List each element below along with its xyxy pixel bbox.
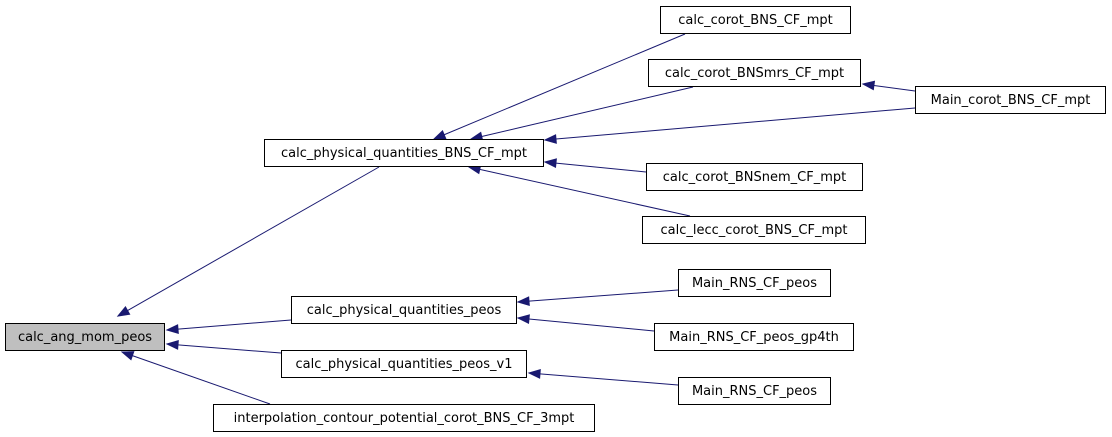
edge-arrowhead [432,130,447,140]
node-label: Main_corot_BNS_CF_mpt [930,92,1091,108]
edge-arrowhead [527,369,541,379]
node-calc_corot_BNS_CF_mpt[interactable]: calc_corot_BNS_CF_mpt [660,6,851,34]
node-calc_ang_mom_peos: calc_ang_mom_peos [5,323,165,351]
edge-calc_physical_quantities_BNS_CF_mpt-to-calc_ang_mom_peos [116,166,380,317]
edge-arrowhead [165,339,179,350]
edge-arrowhead [120,351,135,361]
edge-line [528,289,679,302]
edge-line [177,344,282,354]
node-label: calc_lecc_corot_BNS_CF_mpt [660,222,848,238]
edge-line [479,168,691,217]
node-label: Main_RNS_CF_peos [691,275,818,291]
edge-Main_RNS_CF_peos_b-to-calc_physical_quantities_peos_v1 [527,369,679,386]
node-label: calc_physical_quantities_peos_v1 [295,356,513,372]
edge-Main_corot_BNS_CF_mpt-to-calc_corot_BNSmrs_CF_mpt [861,80,916,92]
node-calc_corot_BNSnem_CF_mpt[interactable]: calc_corot_BNSnem_CF_mpt [646,163,863,191]
node-Main_RNS_CF_peos_gp4th[interactable]: Main_RNS_CF_peos_gp4th [654,323,854,351]
edge-line [539,373,679,386]
edge-line [555,107,916,140]
node-calc_lecc_corot_BNS_CF_mpt[interactable]: calc_lecc_corot_BNS_CF_mpt [642,216,866,244]
node-label: calc_corot_BNSmrs_CF_mpt [664,65,845,81]
edge-arrowhead [516,314,530,324]
node-label: calc_physical_quantities_BNS_CF_mpt [280,145,528,161]
node-label: Main_RNS_CF_peos [691,383,818,399]
node-label: calc_physical_quantities_peos [306,302,502,318]
edge-line [177,319,292,330]
edge-calc_physical_quantities_peos-to-calc_ang_mom_peos [165,319,292,334]
node-calc_physical_quantities_peos[interactable]: calc_physical_quantities_peos [291,296,517,324]
edge-line [127,166,380,311]
node-label: Main_RNS_CF_peos_gp4th [669,329,839,345]
edge-line [555,162,647,173]
node-label: calc_corot_BNS_CF_mpt [678,12,833,28]
edge-line [481,86,694,137]
node-label: calc_ang_mom_peos [17,329,153,345]
node-calc_physical_quantities_peos_v1[interactable]: calc_physical_quantities_peos_v1 [281,350,527,378]
edge-calc_corot_BNS_CF_mpt-to-calc_physical_quantities_BNS_CF_mpt [432,33,686,140]
node-interpolation_contour_potential_corot_BNS_CF_3mpt[interactable]: interpolation_contour_potential_corot_BN… [213,404,595,432]
edge-calc_physical_quantities_peos_v1-to-calc_ang_mom_peos [165,339,282,354]
edge-calc_lecc_corot_BNS_CF_mpt-to-calc_physical_quantities_BNS_CF_mpt [467,164,691,217]
edge-arrowhead [516,296,530,307]
node-Main_RNS_CF_peos_a[interactable]: Main_RNS_CF_peos [678,269,831,297]
edge-line [873,84,916,92]
edge-calc_corot_BNSmrs_CF_mpt-to-calc_physical_quantities_BNS_CF_mpt [469,86,694,142]
node-Main_corot_BNS_CF_mpt[interactable]: Main_corot_BNS_CF_mpt [915,86,1106,114]
edge-calc_corot_BNSnem_CF_mpt-to-calc_physical_quantities_BNS_CF_mpt [543,158,647,173]
edge-arrowhead [861,80,876,91]
edge-line [132,355,271,405]
edge-line [528,318,655,332]
node-calc_corot_BNSmrs_CF_mpt[interactable]: calc_corot_BNSmrs_CF_mpt [648,59,861,87]
edge-arrowhead [165,324,179,334]
edge-line [443,33,686,136]
edge-interpolation_contour_potential_corot_BNS_CF_3mpt-to-calc_ang_mom_peos [120,351,271,405]
edge-Main_corot_BNS_CF_mpt-to-calc_physical_quantities_BNS_CF_mpt [543,107,916,144]
edge-Main_RNS_CF_peos_gp4th-to-calc_physical_quantities_peos [516,314,655,332]
edge-arrowhead [543,158,557,169]
node-label: calc_corot_BNSnem_CF_mpt [662,169,847,185]
edge-arrowhead [543,134,557,144]
node-Main_RNS_CF_peos_b[interactable]: Main_RNS_CF_peos [678,377,831,405]
node-calc_physical_quantities_BNS_CF_mpt[interactable]: calc_physical_quantities_BNS_CF_mpt [264,139,544,167]
node-label: interpolation_contour_potential_corot_BN… [233,410,575,426]
edge-arrowhead [116,306,131,317]
edge-Main_RNS_CF_peos_a-to-calc_physical_quantities_peos [516,289,679,307]
